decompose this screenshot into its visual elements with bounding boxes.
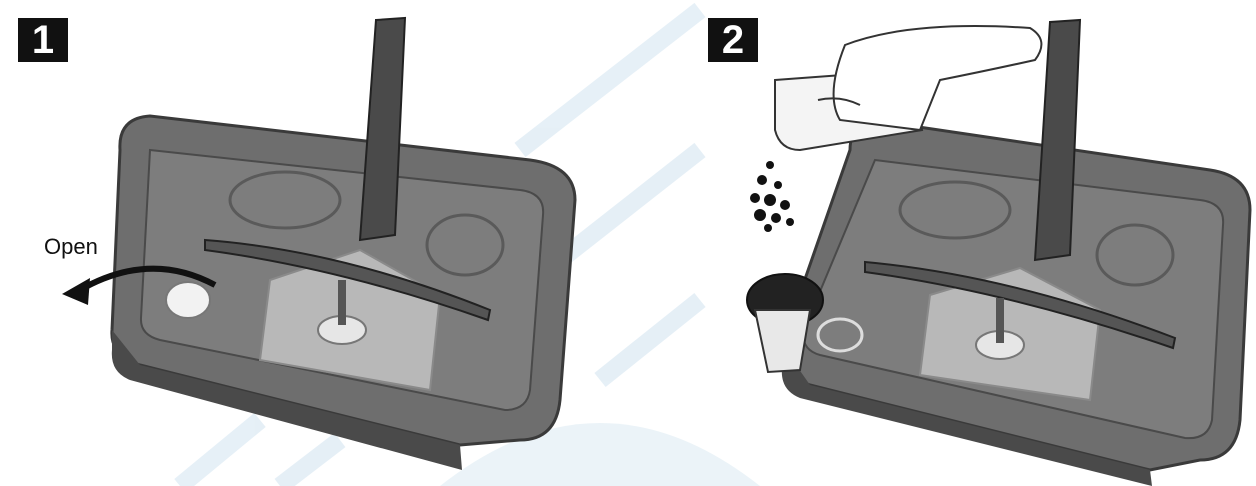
step-2-illustration xyxy=(690,0,1256,486)
step-1-badge: 1 xyxy=(18,18,68,62)
step-2-panel: 2 xyxy=(690,0,1256,486)
step-2-badge: 2 xyxy=(708,18,758,62)
step-1-panel: 1 Open xyxy=(0,0,620,486)
open-label: Open xyxy=(44,234,98,260)
